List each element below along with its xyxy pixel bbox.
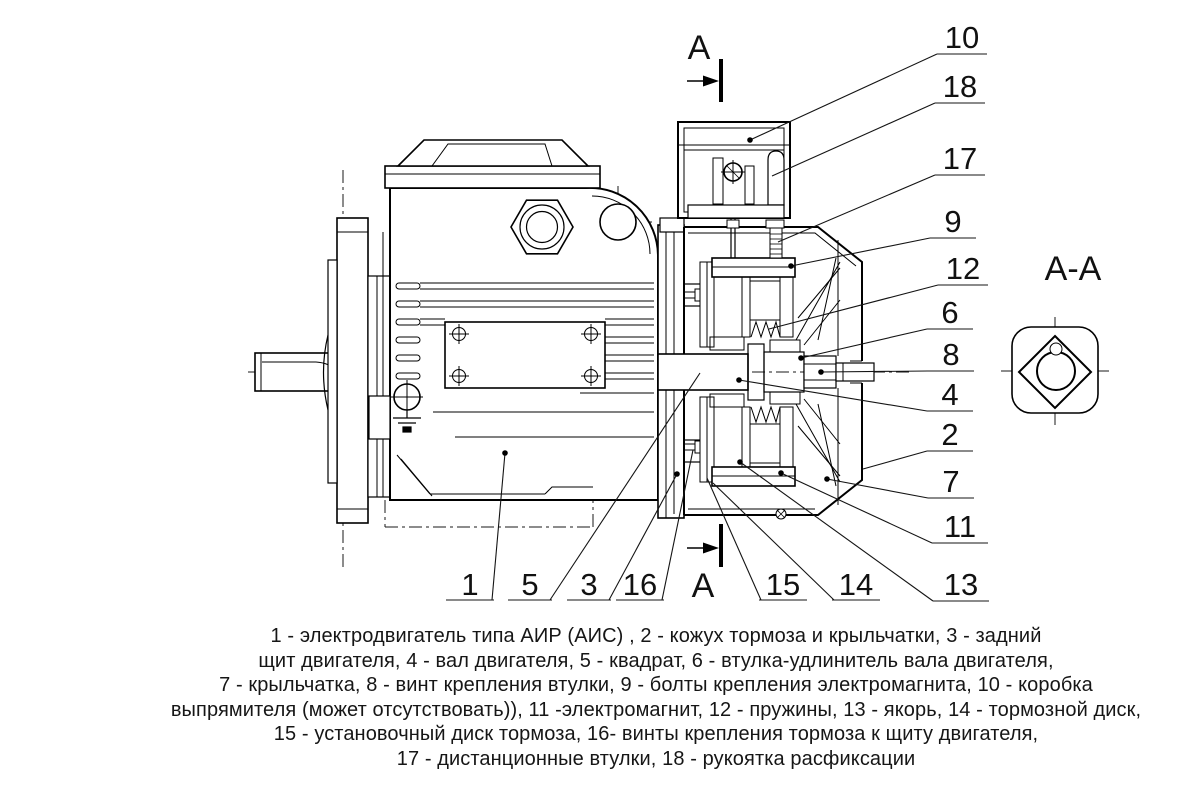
screw-section xyxy=(1049,342,1063,356)
svg-text:8: 8 xyxy=(942,337,959,372)
svg-text:14: 14 xyxy=(839,567,873,602)
svg-text:6: 6 xyxy=(941,295,958,330)
legend: 1 - электродвигатель типа АИР (АИС) , 2 … xyxy=(0,624,1200,772)
section-label-bottom: A xyxy=(692,567,715,605)
svg-text:1: 1 xyxy=(461,567,478,602)
spacer-sleeve xyxy=(765,219,785,229)
svg-text:15: 15 xyxy=(766,567,800,602)
legend-line: выпрямителя (может отсутствовать)), 11 -… xyxy=(170,698,1142,721)
callout-1: 1 xyxy=(446,450,508,602)
shaft-sleeve-assembly xyxy=(657,339,875,405)
cover-outline-section xyxy=(1011,326,1099,414)
bottom-skirt xyxy=(396,454,593,497)
fan xyxy=(795,240,841,505)
legend-line: 1 - электродвигатель типа АИР (АИС) , 2 … xyxy=(270,625,1042,647)
callouts-bottom: 1 5 3 16 15 14 xyxy=(446,372,880,602)
magnet-bolts xyxy=(726,218,785,259)
callout-8: 8 xyxy=(818,337,974,375)
svg-text:13: 13 xyxy=(944,567,978,602)
section-label-top: A xyxy=(688,29,711,67)
svg-text:9: 9 xyxy=(944,204,961,239)
square-section xyxy=(1017,334,1093,410)
callout-3: 3 xyxy=(567,471,680,602)
callout-9: 9 xyxy=(788,204,976,269)
callout-5: 5 xyxy=(508,372,701,602)
cover-screw xyxy=(775,508,787,520)
svg-text:5: 5 xyxy=(521,567,538,602)
motor-body xyxy=(368,139,660,501)
section-marker-bottom: A xyxy=(687,524,723,605)
callout-16: 16 xyxy=(616,449,694,602)
section-view-aa: A-A xyxy=(1001,250,1109,425)
eyebolt-hole xyxy=(599,203,637,241)
callout-2: 2 xyxy=(862,417,973,470)
callout-13: 13 xyxy=(737,459,989,602)
legend-line: 17 - дистанционные втулки, 18 - рукоятка… xyxy=(396,747,916,770)
section-view-label: A-A xyxy=(1045,250,1102,288)
coil-lower xyxy=(749,423,781,464)
install-disc-upper xyxy=(699,261,708,348)
nameplate xyxy=(444,321,606,389)
springs-upper xyxy=(750,319,781,339)
box-screw xyxy=(721,160,745,184)
callout-11: 11 xyxy=(778,470,988,544)
svg-text:4: 4 xyxy=(941,377,958,412)
springs-lower xyxy=(750,405,781,425)
callout-17: 17 xyxy=(777,141,985,243)
rectifier-box xyxy=(677,121,791,219)
callout-15: 15 xyxy=(706,477,807,602)
ground-terminal xyxy=(368,380,423,440)
callout-14: 14 xyxy=(712,482,880,602)
svg-text:17: 17 xyxy=(943,141,977,176)
legend-line: 15 - установочный диск тормоза, 16- винт… xyxy=(273,723,1039,746)
callout-10: 10 xyxy=(747,20,987,143)
svg-text:16: 16 xyxy=(623,567,657,602)
install-disc-lower xyxy=(699,396,708,483)
box-base xyxy=(687,204,785,219)
legend-line: щит двигателя, 4 - вал двигателя, 5 - кв… xyxy=(258,649,1054,672)
cooling-fins xyxy=(395,282,654,438)
svg-text:3: 3 xyxy=(580,567,597,602)
callout-4: 4 xyxy=(736,377,973,412)
svg-text:12: 12 xyxy=(946,251,980,286)
callout-6: 6 xyxy=(798,295,973,361)
section-arrow-bottom xyxy=(703,542,719,554)
svg-text:10: 10 xyxy=(945,20,979,55)
svg-text:18: 18 xyxy=(943,69,977,104)
terminal-box xyxy=(384,139,601,189)
motor-shaft-end xyxy=(657,353,749,391)
cable-gland-hex xyxy=(510,199,574,255)
section-marker-top: A xyxy=(687,29,723,102)
motor-shaft xyxy=(254,352,338,392)
callouts-right: 10 18 17 9 12 6 8 4 2 7 11 13 xyxy=(736,20,989,602)
technical-drawing: A A A-A 10 18 17 9 12 6 8 4 2 7 11 13 1 xyxy=(248,20,1109,605)
armature-lower xyxy=(713,406,743,468)
svg-text:7: 7 xyxy=(942,464,959,499)
ground-symbol xyxy=(393,410,421,433)
mounting-flange xyxy=(322,217,391,524)
release-handle xyxy=(767,150,785,206)
section-arrow-top xyxy=(703,75,719,87)
callout-18: 18 xyxy=(771,69,985,177)
svg-text:2: 2 xyxy=(941,417,958,452)
brake-assembly xyxy=(699,218,796,487)
legend-line: 7 - крыльчатка, 8 - винт крепления втулк… xyxy=(219,674,1093,697)
callout-7: 7 xyxy=(824,464,974,499)
armature-upper xyxy=(713,276,743,338)
coil-upper xyxy=(749,280,781,321)
callout-12: 12 xyxy=(768,251,988,330)
svg-text:11: 11 xyxy=(944,509,976,544)
